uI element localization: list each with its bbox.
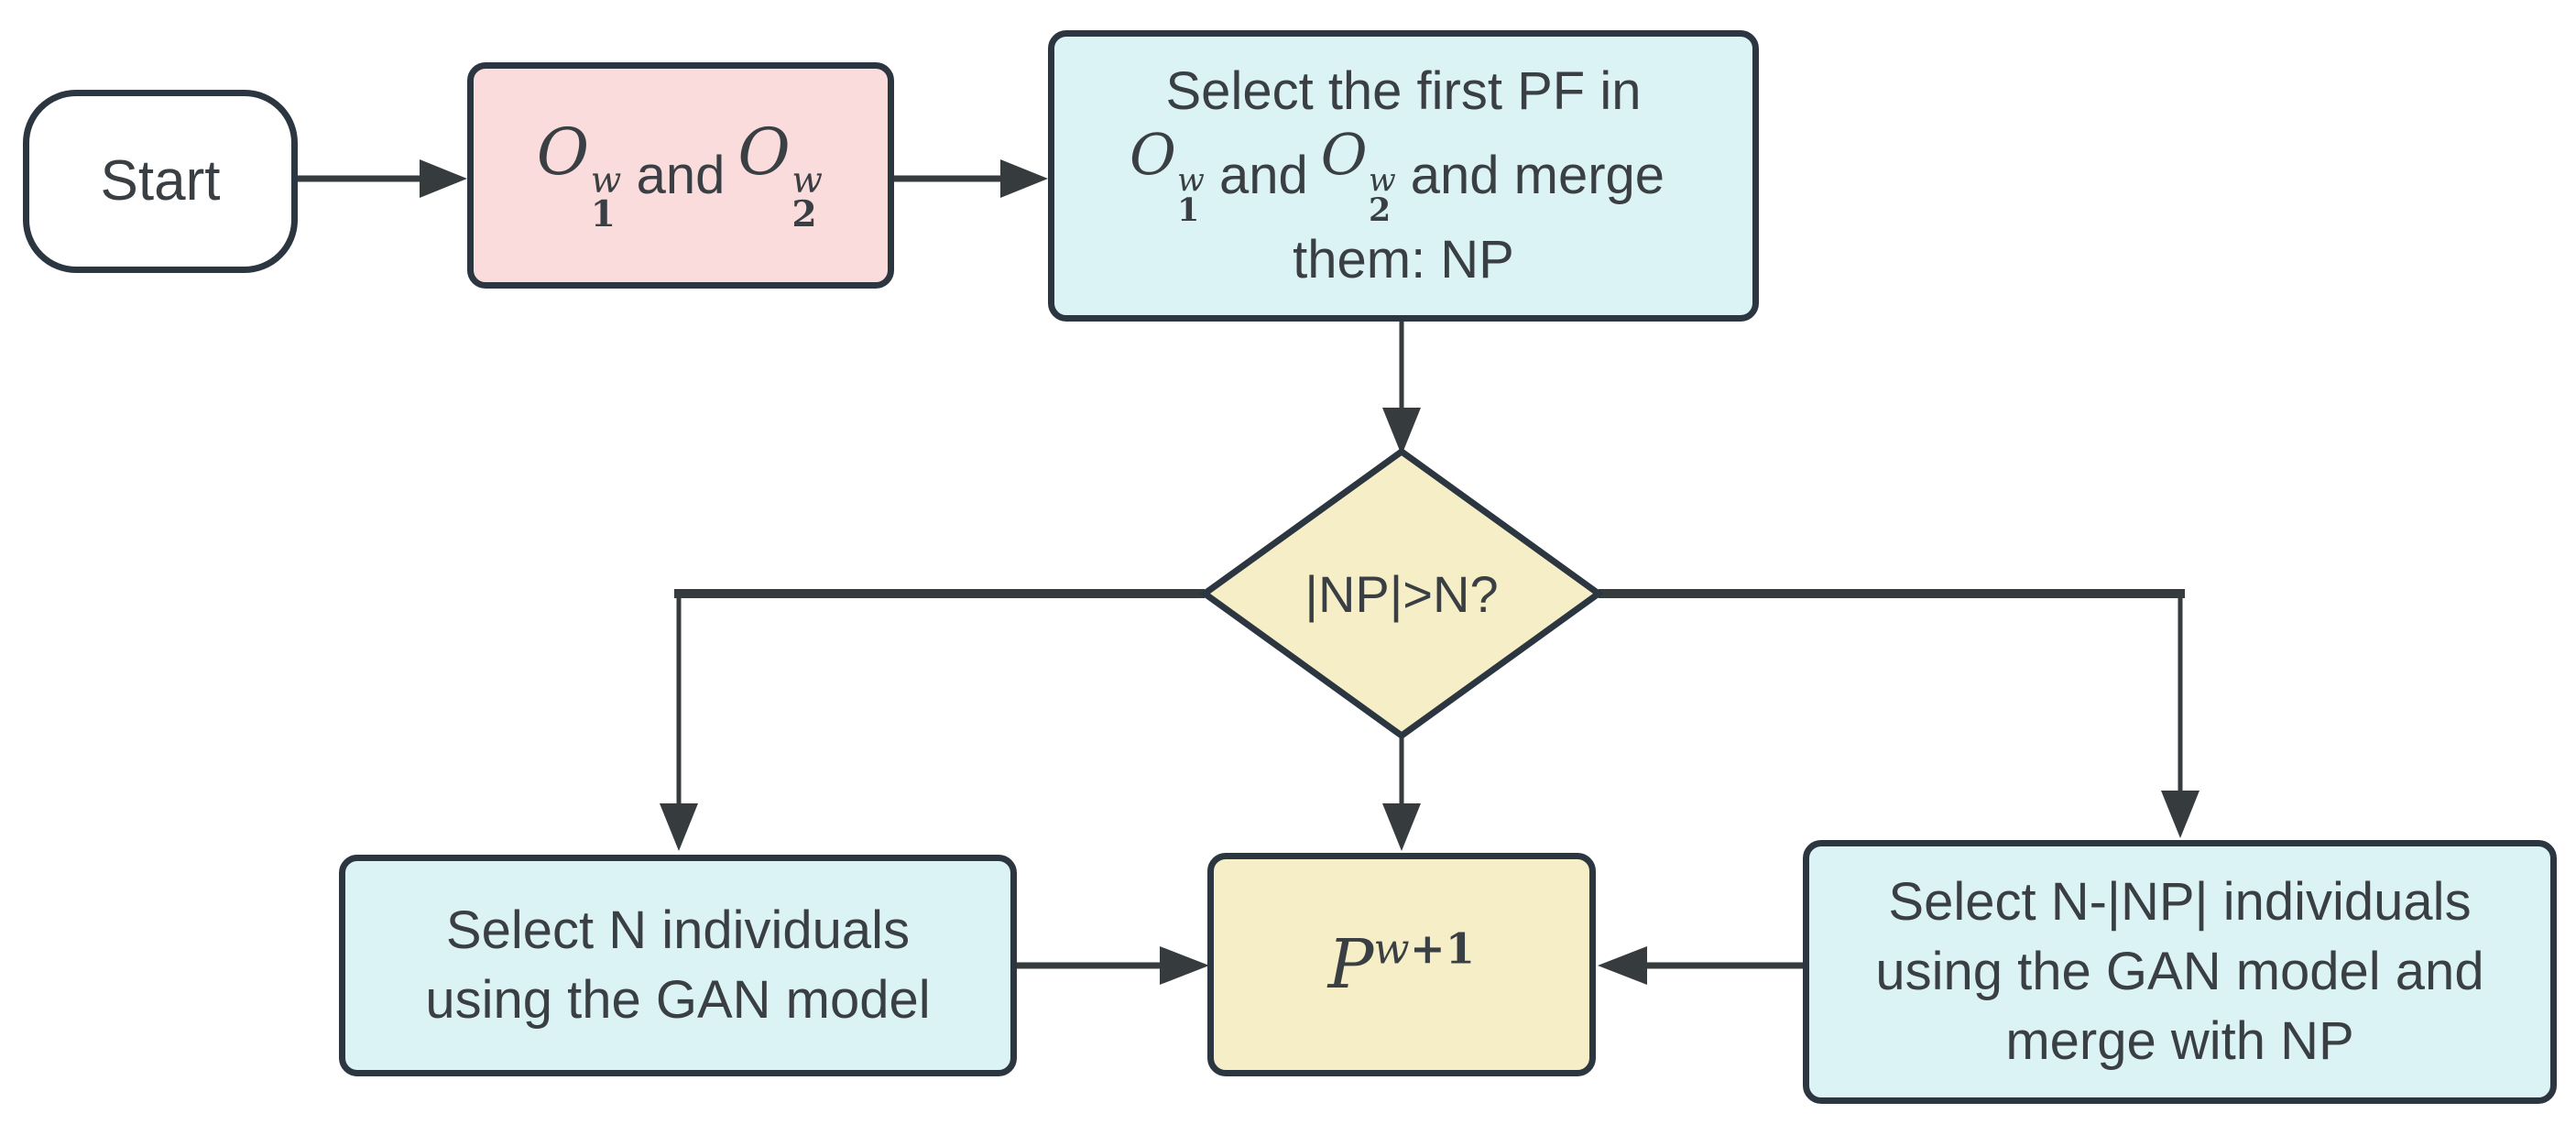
edge-decision-to-population xyxy=(1382,736,1421,851)
merge-line1: Select the first PF in xyxy=(1165,61,1642,122)
edge-merge-to-decision xyxy=(1382,322,1421,455)
math-o1-sup: w xyxy=(1177,162,1205,200)
arrowhead-down-icon xyxy=(660,803,698,851)
node-decision-np-size: |NP|>N? xyxy=(1205,452,1599,736)
math-o2-sub: 2 xyxy=(1368,191,1392,230)
merge-line3: them: NP xyxy=(1293,229,1514,289)
select-rest-line2: using the GAN model and xyxy=(1875,942,2484,1001)
math-p-sup-plus: +1 xyxy=(1410,923,1476,974)
edge-select-n-to-population xyxy=(1017,946,1209,985)
select-n-line2: using the GAN model xyxy=(425,970,931,1030)
math-o2-sub: 2 xyxy=(791,193,817,236)
edge-select-rest-to-population xyxy=(1598,946,1803,985)
select-rest-line1: Select N-|NP| individuals xyxy=(1888,872,2472,932)
math-p-base: P xyxy=(1327,925,1374,1004)
edge-start-to-offspring xyxy=(298,159,467,198)
edge-decision-to-select-n xyxy=(660,589,1205,851)
population-label: Pw+1 xyxy=(1328,927,1476,999)
start-label: Start xyxy=(100,149,221,213)
math-o1-sub: 1 xyxy=(590,193,616,236)
math-o2-sup: w xyxy=(1368,162,1396,200)
arrowhead-right-icon xyxy=(1160,946,1209,985)
merge-and1: and xyxy=(1218,145,1308,205)
merge-and2: and merge xyxy=(1410,145,1665,205)
node-start: Start xyxy=(23,90,298,273)
math-o2-sup: w xyxy=(791,160,823,202)
arrowhead-right-icon xyxy=(420,159,467,198)
node-select-n-minus-np-individuals: Select N-|NP| individuals using the GAN … xyxy=(1803,840,2557,1104)
arrowhead-down-icon xyxy=(1382,803,1421,851)
arrowhead-right-icon xyxy=(1000,159,1048,198)
node-select-n-individuals: Select N individuals using the GAN model xyxy=(339,855,1017,1076)
edge-decision-to-select-rest xyxy=(1599,589,2199,838)
edge-offspring-to-merge xyxy=(894,159,1048,198)
math-p-sup-w: w xyxy=(1373,923,1411,974)
math-o1-sup: w xyxy=(590,160,622,202)
select-rest-line3: merge with NP xyxy=(2005,1011,2354,1071)
arrowhead-down-icon xyxy=(2161,791,2199,838)
arrowhead-left-icon xyxy=(1598,946,1647,985)
arrowhead-down-icon xyxy=(1382,408,1421,455)
offspring-and-word: and xyxy=(636,145,726,205)
math-o1-base: O xyxy=(536,114,590,190)
decision-label-text: |NP|>N? xyxy=(1304,564,1499,623)
math-o2-base: O xyxy=(737,114,791,190)
math-o1-base: O xyxy=(1129,121,1176,189)
math-o2-base: O xyxy=(1320,121,1368,189)
math-o1-sub: 1 xyxy=(1177,191,1200,230)
node-next-population: Pw+1 xyxy=(1207,853,1596,1076)
decision-diamond-shape xyxy=(1199,447,1604,740)
select-n-line1: Select N individuals xyxy=(445,900,911,960)
